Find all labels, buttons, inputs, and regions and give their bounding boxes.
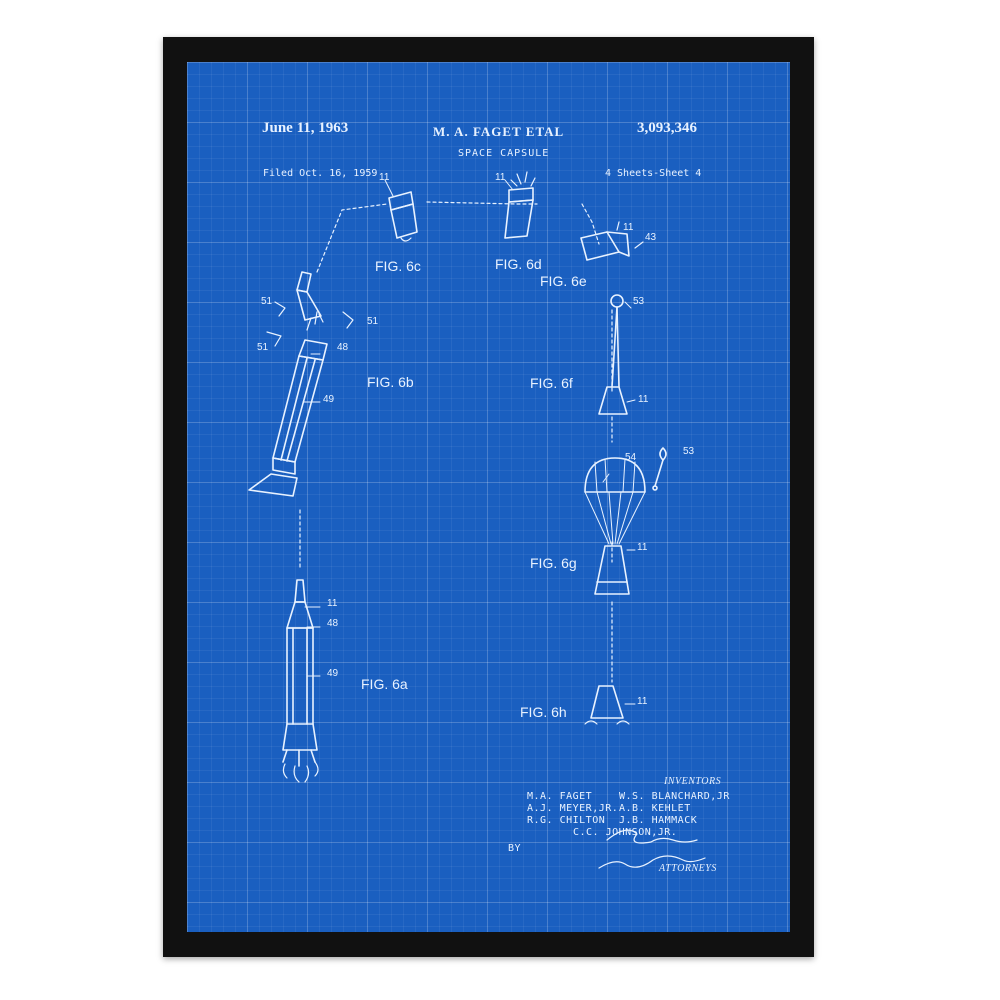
escape-separation-icon (248, 271, 354, 497)
ref-11-6d: 11 (495, 172, 506, 183)
ref-51-b: 51 (367, 316, 379, 327)
inventor-faget: M.A. FAGET (527, 791, 593, 802)
capsule-6d-icon (504, 171, 536, 239)
inventor-johnson: C.C. JOHNSON,JR. (573, 827, 678, 838)
ref-11-6f: 11 (638, 394, 649, 405)
attorneys-label: ATTORNEYS (659, 863, 717, 874)
ref-11-6e: 11 (623, 222, 634, 233)
ref-49-6b: 49 (323, 394, 335, 405)
ref-11-6h: 11 (637, 696, 648, 707)
ref-54: 54 (625, 452, 637, 463)
fig-6a-label: FIG. 6a (361, 676, 408, 692)
patent-number: 3,093,346 (637, 120, 697, 136)
parachute-6g-icon (584, 457, 646, 595)
inventor-hammack: J.B. HAMMACK (619, 815, 698, 826)
ref-11-6c: 11 (379, 172, 390, 183)
patent-date: June 11, 1963 (262, 120, 349, 136)
ref-48-6a: 48 (327, 618, 339, 629)
inventor-meyer: A.J. MEYER,JR. (527, 803, 619, 814)
ref-51-a: 51 (261, 296, 273, 307)
ref-53-released: 53 (683, 446, 695, 457)
ref-53-6f: 53 (633, 296, 645, 307)
leader-lines (302, 179, 636, 705)
filed-date: Filed Oct. 16, 1959 (263, 168, 378, 179)
launch-vehicle-icon (282, 579, 319, 783)
capsule-6h-icon (584, 685, 630, 725)
drogue-6f-icon (598, 294, 628, 415)
fig-6g-label: FIG. 6g (530, 555, 577, 571)
ref-51-c: 51 (257, 342, 269, 353)
fig-6c-label: FIG. 6c (375, 258, 421, 274)
released-drogue-icon (652, 447, 667, 491)
fig-6b-label: FIG. 6b (367, 374, 414, 390)
by-label: BY (508, 843, 522, 854)
ref-11-6a: 11 (327, 598, 338, 609)
blueprint-sheet: June 11, 1963 M. A. FAGET ETAL 3,093,346… (187, 62, 790, 932)
inventor-chilton: R.G. CHILTON (527, 815, 606, 826)
patent-inventor: M. A. FAGET ETAL (433, 124, 565, 139)
capsule-6e-icon (580, 221, 644, 261)
trajectory-path (299, 201, 613, 683)
ref-11-6g: 11 (637, 542, 648, 553)
inventor-kehlet: A.B. KEHLET (619, 803, 691, 814)
fig-6e-label: FIG. 6e (540, 273, 587, 289)
ref-49-6a: 49 (327, 668, 339, 679)
capsule-6c-icon (388, 191, 418, 242)
inventors-heading: INVENTORS (664, 776, 722, 787)
inventor-blanchard: W.S. BLANCHARD,JR (619, 791, 730, 802)
attorney-signature (598, 829, 706, 869)
patent-title: SPACE CAPSULE (458, 148, 550, 159)
ref-43: 43 (645, 232, 657, 243)
fig-6d-label: FIG. 6d (495, 256, 542, 272)
sheet-count: 4 Sheets-Sheet 4 (605, 168, 702, 179)
patent-drawing (248, 171, 706, 869)
fig-6f-label: FIG. 6f (530, 375, 573, 391)
fig-6h-label: FIG. 6h (520, 704, 567, 720)
ref-48-6b: 48 (337, 342, 349, 353)
